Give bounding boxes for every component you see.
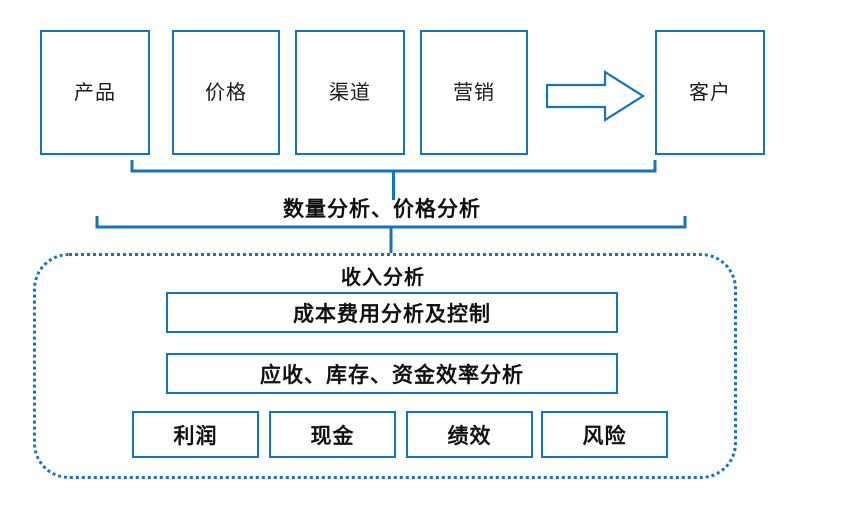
value-chain-box-label: 产品 xyxy=(74,81,116,104)
outcome-box-risk[interactable]: 风险 xyxy=(541,411,668,458)
upper-bracket xyxy=(130,158,657,200)
value-chain-box-product[interactable]: 产品 xyxy=(40,30,150,155)
cost-analysis-bar[interactable]: 成本费用分析及控制 xyxy=(166,292,618,333)
value-chain-box-label: 价格 xyxy=(205,81,247,104)
value-chain-box-label: 渠道 xyxy=(329,81,371,104)
lower-bracket xyxy=(95,214,687,256)
outcome-box-profit[interactable]: 利润 xyxy=(132,411,259,458)
right-arrow-icon xyxy=(545,70,646,122)
value-chain-box-label: 营销 xyxy=(453,81,495,104)
outcome-box-label: 绩效 xyxy=(447,423,492,448)
value-chain-box-customer[interactable]: 客户 xyxy=(655,30,765,155)
outcome-box-label: 风险 xyxy=(582,423,627,448)
outcome-box-performance[interactable]: 绩效 xyxy=(406,411,533,458)
value-chain-box-label: 客户 xyxy=(689,81,731,104)
outcome-box-label: 利润 xyxy=(173,423,218,448)
receivables-inventory-bar-label: 应收、库存、资金效率分析 xyxy=(260,362,524,387)
receivables-inventory-bar[interactable]: 应收、库存、资金效率分析 xyxy=(166,353,618,394)
mid-caption-label: 数量分析、价格分析 xyxy=(283,197,481,221)
value-chain-box-price[interactable]: 价格 xyxy=(172,30,280,155)
container-title-label: 收入分析 xyxy=(341,267,425,289)
value-chain-box-channel[interactable]: 渠道 xyxy=(295,30,405,155)
cost-analysis-bar-label: 成本费用分析及控制 xyxy=(293,301,491,326)
outcome-box-label: 现金 xyxy=(310,423,355,448)
outcome-box-cash[interactable]: 现金 xyxy=(269,411,396,458)
value-chain-box-marketing[interactable]: 营销 xyxy=(420,30,528,155)
